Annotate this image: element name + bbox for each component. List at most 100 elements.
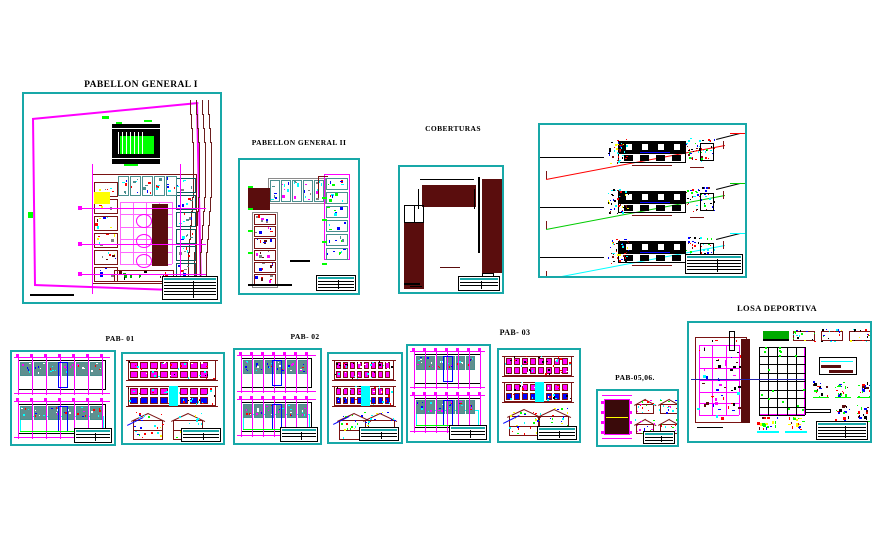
title-block-rule (818, 433, 866, 434)
cad-shape (21, 408, 23, 409)
cad-shape (130, 371, 138, 378)
cad-shape (28, 409, 29, 410)
panel-title-coberturas: COBERTURAS (425, 124, 481, 133)
cad-shape (665, 426, 666, 428)
panel-pab-03-elevaciones[interactable] (497, 348, 581, 443)
cad-shape (97, 219, 98, 222)
cad-line (92, 164, 93, 294)
cad-shape (737, 392, 740, 395)
cad-shape (704, 193, 706, 195)
cad-shape (567, 412, 568, 414)
cad-line (845, 426, 846, 438)
panel-elevaciones[interactable] (538, 123, 747, 278)
cad-line (730, 183, 745, 184)
cad-shape (563, 389, 564, 390)
cad-shape (288, 182, 289, 185)
cad-shape (156, 185, 159, 188)
cad-shape (843, 417, 846, 420)
cad-shape (841, 330, 842, 331)
cad-line (252, 353, 253, 393)
cad-line (469, 393, 470, 433)
cad-shape (39, 415, 40, 416)
title-block-bar (645, 433, 673, 435)
cad-shape (688, 203, 689, 204)
cad-shape (869, 335, 870, 336)
cad-line (759, 415, 805, 416)
title-block-rule (687, 269, 741, 270)
cad-line (180, 164, 181, 294)
cad-shape (163, 274, 164, 276)
panel-pab-02-elevaciones[interactable] (327, 352, 403, 444)
cad-shape (168, 190, 171, 192)
cad-shape (689, 157, 691, 159)
title-block-bar (282, 429, 316, 431)
cad-line (835, 397, 851, 398)
cad-shape (140, 427, 142, 429)
panel-pab-05-06[interactable] (596, 389, 679, 447)
cad-shape (762, 417, 764, 419)
cad-shape (387, 368, 389, 370)
cad-shape (198, 401, 199, 403)
cad-shape (854, 340, 855, 341)
cad-line (739, 345, 740, 415)
cad-shape (438, 366, 439, 367)
cad-shape (616, 239, 618, 240)
cad-shape (694, 237, 696, 239)
panel-pab-03-plantas[interactable] (406, 344, 491, 443)
panel-pab-02-plantas[interactable] (233, 348, 322, 445)
title-block (181, 428, 221, 442)
cad-shape (288, 365, 290, 367)
cad-shape (831, 340, 832, 341)
cad-shape (284, 184, 285, 187)
cad-line (18, 355, 19, 395)
cad-shape (522, 388, 524, 390)
title-block (280, 427, 318, 442)
cad-shape (762, 423, 765, 426)
cad-shape (642, 244, 648, 250)
cad-shape (621, 147, 622, 149)
cad-shape (567, 425, 568, 426)
title-block-bar (76, 430, 110, 432)
cad-shape (166, 176, 177, 196)
cad-shape (618, 159, 619, 161)
cad-shape (563, 416, 564, 418)
cad-line (296, 353, 297, 393)
cad-shape (721, 395, 723, 396)
cad-shape (256, 253, 258, 256)
cad-shape (160, 435, 162, 437)
cad-shape (196, 419, 198, 421)
panel-pabellon-general-ii[interactable] (238, 158, 360, 295)
cad-shape (417, 402, 418, 404)
cad-line (821, 361, 853, 362)
cad-shape (167, 184, 169, 185)
cad-shape (805, 409, 831, 413)
cad-shape (35, 410, 36, 411)
cad-shape (184, 363, 186, 365)
cad-shape (259, 268, 262, 271)
cad-shape (692, 189, 694, 191)
cad-shape (139, 413, 141, 415)
cad-shape (390, 403, 391, 405)
cad-shape (610, 200, 611, 201)
panel-frame-pab-05-06 (596, 389, 679, 447)
cad-shape (187, 394, 188, 395)
cad-shape (796, 419, 798, 421)
panel-pabellon-general-i[interactable] (22, 92, 222, 304)
cad-shape (456, 392, 459, 395)
cad-shape (566, 395, 568, 397)
panel-coberturas[interactable] (398, 165, 504, 294)
cad-shape (371, 397, 376, 404)
cad-shape (860, 392, 861, 393)
cad-shape (675, 430, 676, 431)
cad-shape (318, 181, 320, 183)
cad-shape (326, 248, 348, 260)
panel-pab-01-elevaciones[interactable] (121, 352, 225, 445)
panel-title-losa-deportiva: LOSA DEPORTIVA (736, 303, 817, 313)
cad-shape (651, 429, 653, 430)
panel-losa-deportiva[interactable] (687, 321, 872, 443)
cad-shape (188, 400, 189, 401)
cad-shape (99, 369, 100, 370)
cad-shape (706, 402, 709, 405)
panel-pab-01-plantas[interactable] (10, 350, 116, 446)
cad-shape (830, 341, 832, 342)
